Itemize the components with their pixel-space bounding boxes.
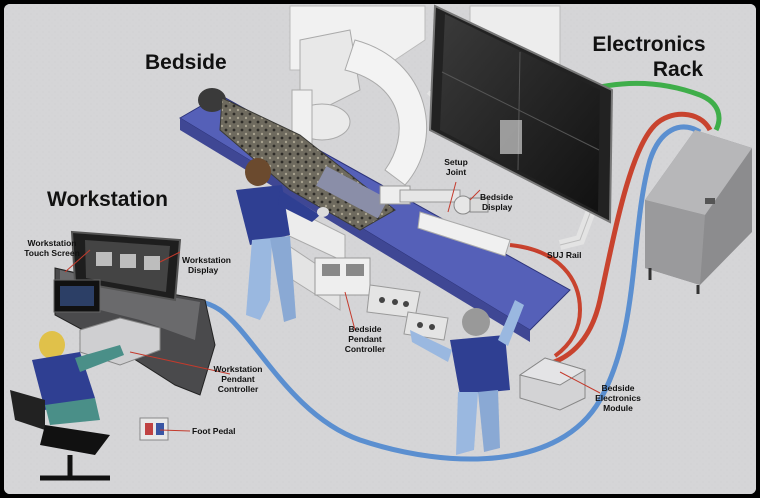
label-bedside-electronics-module-2: Electronics <box>595 393 641 403</box>
label-suj-rail: SUJ Rail <box>547 250 582 260</box>
cable-green <box>579 80 722 132</box>
patient <box>198 88 396 231</box>
label-workstation-touch-screen-2: Touch Screen <box>24 248 80 258</box>
label-workstation-pendant-controller-2: Pendant <box>221 374 255 384</box>
clinician-at-table <box>236 158 329 322</box>
diagram-canvas: Electronics Rack Bedside Workstation Set… <box>4 4 756 494</box>
label-bedside-electronics-module-3: Module <box>603 403 633 413</box>
cable-blue <box>179 124 702 462</box>
operator-chair <box>10 390 110 481</box>
clinician-bedside <box>410 300 524 455</box>
label-workstation: Workstation <box>47 188 168 211</box>
bedside-pendant-controller <box>314 257 449 341</box>
label-electronics-rack-1: Electronics <box>592 33 705 56</box>
label-bedside: Bedside <box>145 51 227 74</box>
workstation-operator <box>32 331 124 425</box>
label-workstation-display-2: Display <box>188 265 219 275</box>
electronics-rack <box>645 130 752 294</box>
bedside-electronics-module <box>518 357 587 411</box>
label-workstation-display-1: Workstation <box>182 255 231 265</box>
setup-joint-arm <box>379 185 489 215</box>
labels: Electronics Rack Bedside Workstation Set… <box>24 33 705 436</box>
leader-lines <box>64 181 601 432</box>
label-electronics-rack-2: Rack <box>653 58 704 81</box>
label-workstation-pendant-controller-1: Workstation <box>214 364 263 374</box>
label-bedside-display-2: Display <box>482 202 513 212</box>
suj-rail <box>417 211 511 257</box>
label-bedside-display-1: Bedside <box>480 192 513 202</box>
label-bedside-pendant-controller-3: Controller <box>345 344 386 354</box>
label-bedside-pendant-controller-1: Bedside <box>348 324 381 334</box>
label-bedside-electronics-module-1: Bedside <box>601 383 634 393</box>
diagram-frame: Electronics Rack Bedside Workstation Set… <box>4 4 756 494</box>
label-bedside-pendant-controller-2: Pendant <box>348 334 382 344</box>
workstation-touch-screen-unit <box>53 279 101 313</box>
label-foot-pedal: Foot Pedal <box>192 426 235 436</box>
label-workstation-touch-screen-1: Workstation <box>28 238 77 248</box>
label-workstation-pendant-controller-3: Controller <box>218 384 259 394</box>
cable-red <box>544 111 713 368</box>
label-setup-joint-2: Joint <box>446 167 466 177</box>
c-arm <box>289 5 427 186</box>
label-setup-joint-1: Setup <box>444 157 468 167</box>
foot-pedal <box>139 417 169 441</box>
large-display <box>428 4 614 224</box>
